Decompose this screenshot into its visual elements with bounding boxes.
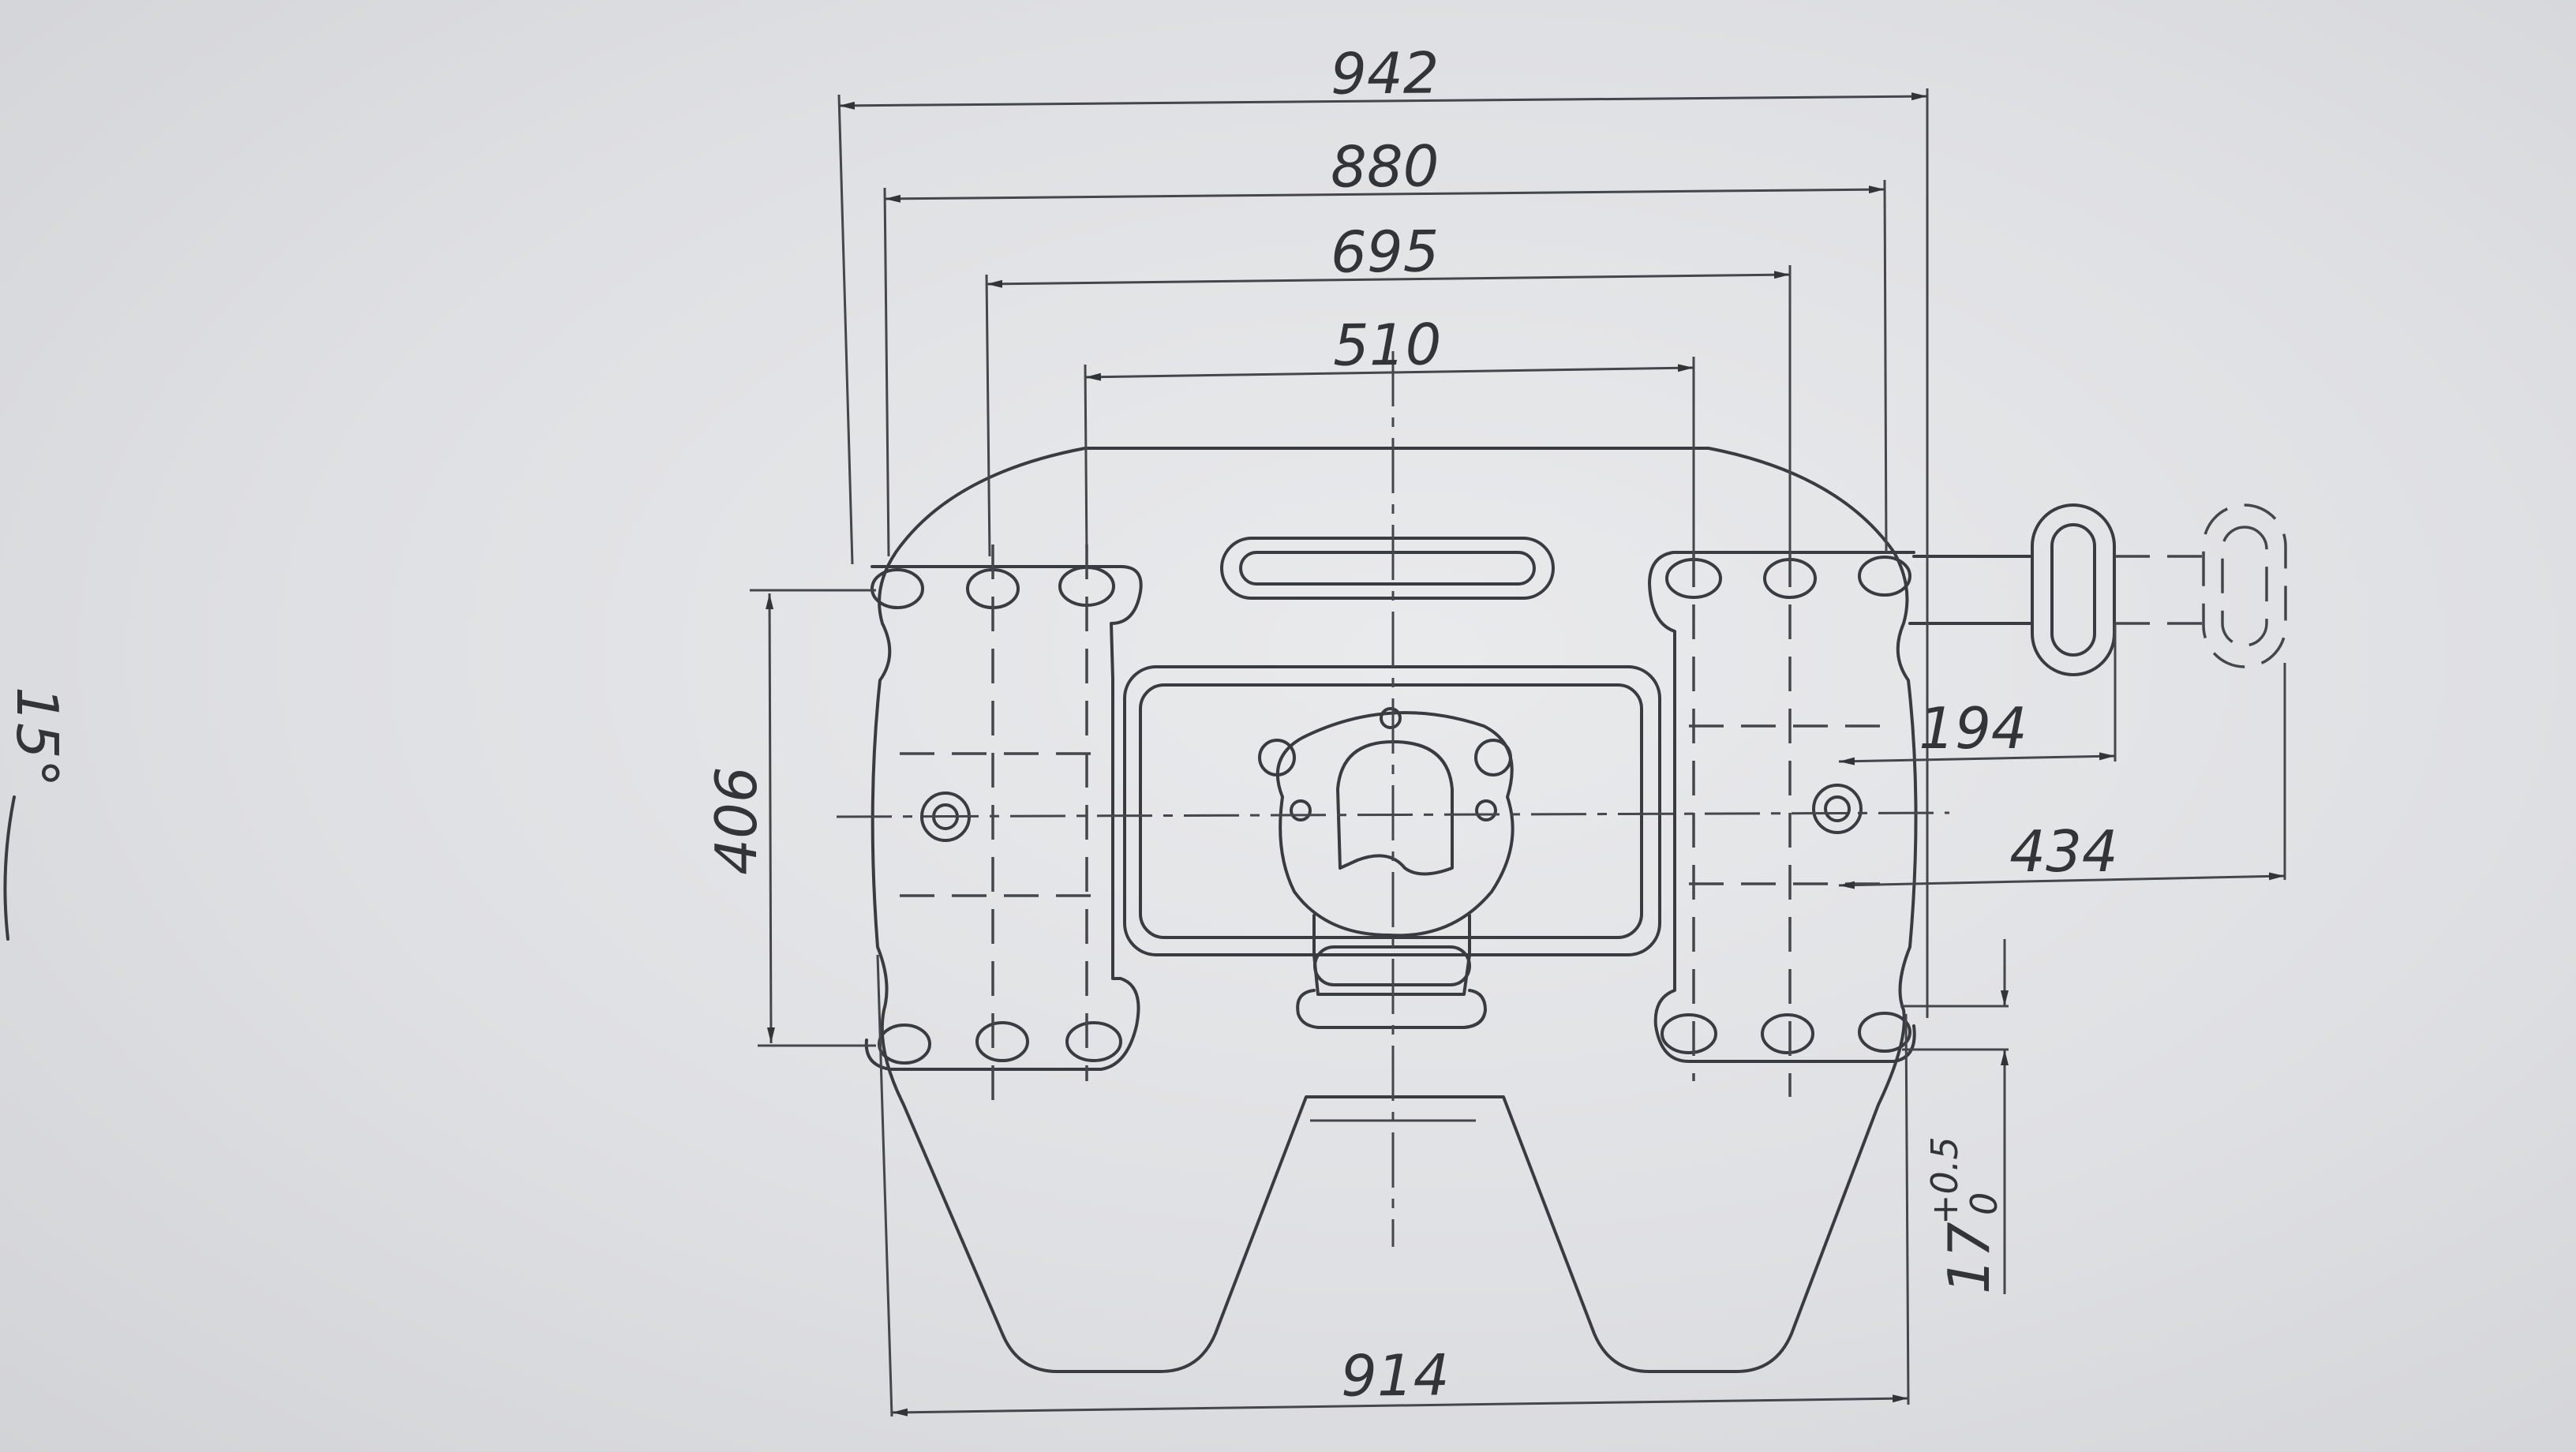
- tolerance-label: 17 +0.5 0: [1923, 1136, 2005, 1294]
- release-handle: [1908, 503, 2287, 676]
- dim-914: 914: [1341, 1342, 1450, 1409]
- angle-label: 15°: [4, 687, 70, 788]
- dim-880: 880: [1331, 133, 1440, 200]
- dim-942: 942: [1331, 39, 1440, 107]
- tolerance-upper: +0.5: [1923, 1136, 1966, 1225]
- bolt-hole-lb-1: [878, 1024, 931, 1065]
- dim-194: 194: [1919, 695, 2027, 762]
- bolt-hole-rb-1: [1661, 1013, 1717, 1054]
- dim-695: 695: [1331, 218, 1440, 285]
- dim-406: 406: [703, 766, 769, 874]
- kingpin-lock: [1258, 707, 1515, 1122]
- centerlines: [836, 351, 1950, 1247]
- bolt-hole-rb-3: [1858, 1012, 1911, 1053]
- bolt-hole-rt-3: [1858, 556, 1911, 597]
- grease-nipple-right: [1812, 784, 1863, 834]
- right-rail-bracket: [1648, 551, 1916, 1063]
- tolerance-base: 17: [1936, 1222, 2002, 1294]
- dim-510: 510: [1333, 311, 1442, 378]
- bolt-hole-rb-2: [1761, 1013, 1814, 1054]
- bolt-hole-lb-3: [1065, 1021, 1122, 1062]
- tolerance-lower: 0: [1963, 1192, 2005, 1215]
- left-rail-bracket: [864, 565, 1143, 1071]
- angle-marker: 15°: [3, 687, 70, 941]
- dimension-lines: [750, 88, 2286, 1417]
- dim-434: 434: [2009, 818, 2117, 885]
- bolt-hole-lb-2: [975, 1021, 1029, 1062]
- bolt-hole-lt-1: [871, 568, 924, 609]
- plate-outline: [871, 447, 1918, 1373]
- top-slot: [1220, 537, 1555, 600]
